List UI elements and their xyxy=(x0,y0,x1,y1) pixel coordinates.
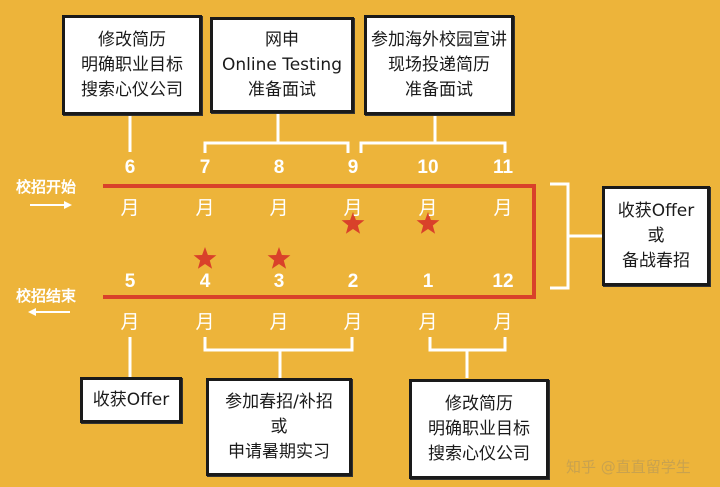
top-month-number: 8 xyxy=(273,157,285,178)
top-month-number: 6 xyxy=(124,157,136,178)
arrow-right-icon xyxy=(30,201,72,209)
box-line: 参加春招/补招 xyxy=(225,391,333,412)
label-recruitment-start: 校招开始 xyxy=(16,178,77,196)
top-month-suffix: 月 xyxy=(418,197,438,219)
box-line: 搜索心仪公司 xyxy=(81,79,183,100)
top-month-number: 9 xyxy=(347,157,359,178)
top-month-suffix: 月 xyxy=(195,197,215,219)
star-icon xyxy=(416,212,440,234)
bottom-month-suffix: 月 xyxy=(343,311,363,333)
bracket-right xyxy=(550,182,570,290)
bracket-apr-feb-bottom xyxy=(203,337,354,352)
star-icon xyxy=(341,212,365,234)
bracket-sep-nov-top xyxy=(359,141,507,153)
bottom-month-number: 12 xyxy=(492,271,514,292)
bottom-month-number: 1 xyxy=(422,271,434,292)
box-line: 或 xyxy=(647,225,665,246)
box-spring-recruit-internship: 参加春招/补招 或 申请暑期实习 xyxy=(206,378,352,476)
box-line: 网申 xyxy=(265,29,299,50)
bottom-month-suffix: 月 xyxy=(493,311,513,333)
star-icon xyxy=(193,247,217,269)
top-month-number: 11 xyxy=(492,157,514,178)
box-online-application: 网申 Online Testing 准备面试 xyxy=(210,17,354,113)
box-line: 修改简历 xyxy=(98,29,166,50)
top-month-suffix: 月 xyxy=(343,197,363,219)
box-line: 明确职业目标 xyxy=(81,54,183,75)
box-line: 明确职业目标 xyxy=(428,418,530,439)
top-month-suffix: 月 xyxy=(120,197,140,219)
box-line: 准备面试 xyxy=(248,79,316,100)
star-icon xyxy=(267,247,291,269)
bottom-month-suffix: 月 xyxy=(195,311,215,333)
top-month-number: 7 xyxy=(199,157,211,178)
bottom-month-suffix: 月 xyxy=(269,311,289,333)
bottom-month-number: 3 xyxy=(273,271,285,292)
top-month-number: 10 xyxy=(417,157,439,178)
box-offer-received: 收获Offer xyxy=(80,377,182,423)
box-line: 准备面试 xyxy=(405,79,473,100)
bottom-month-number: 4 xyxy=(199,271,211,292)
box-jan-dec-prep: 修改简历 明确职业目标 搜索心仪公司 xyxy=(409,379,549,479)
box-line: 收获Offer xyxy=(92,389,170,410)
box-line: 收获Offer xyxy=(617,200,695,221)
top-month-suffix: 月 xyxy=(269,197,289,219)
box-line: 现场投递简历 xyxy=(388,54,490,75)
timeline-red-loop xyxy=(103,184,536,299)
box-line: 搜索心仪公司 xyxy=(428,443,530,464)
top-month-suffix: 月 xyxy=(493,197,513,219)
bracket-jan-dec-bottom xyxy=(428,337,507,352)
bottom-month-number: 2 xyxy=(347,271,359,292)
label-recruitment-end: 校招结束 xyxy=(16,287,77,305)
box-line: 或 xyxy=(270,416,288,437)
bottom-month-suffix: 月 xyxy=(120,311,140,333)
bracket-jul-sep-top xyxy=(203,141,350,153)
box-line: Online Testing xyxy=(221,54,342,75)
box-june-prep: 修改简历 明确职业目标 搜索心仪公司 xyxy=(62,15,202,115)
box-line: 备战春招 xyxy=(622,250,690,271)
watermark: 知乎 @直直留学生 xyxy=(566,458,691,476)
box-campus-info-session: 参加海外校园宣讲 现场投递简历 准备面试 xyxy=(364,15,514,115)
box-offer-or-spring: 收获Offer 或 备战春招 xyxy=(602,186,710,286)
bottom-month-suffix: 月 xyxy=(418,311,438,333)
bottom-month-number: 5 xyxy=(124,271,136,292)
box-line: 申请暑期实习 xyxy=(228,441,330,462)
box-line: 修改简历 xyxy=(445,393,513,414)
arrow-left-icon xyxy=(28,308,70,316)
box-line: 参加海外校园宣讲 xyxy=(371,29,507,50)
